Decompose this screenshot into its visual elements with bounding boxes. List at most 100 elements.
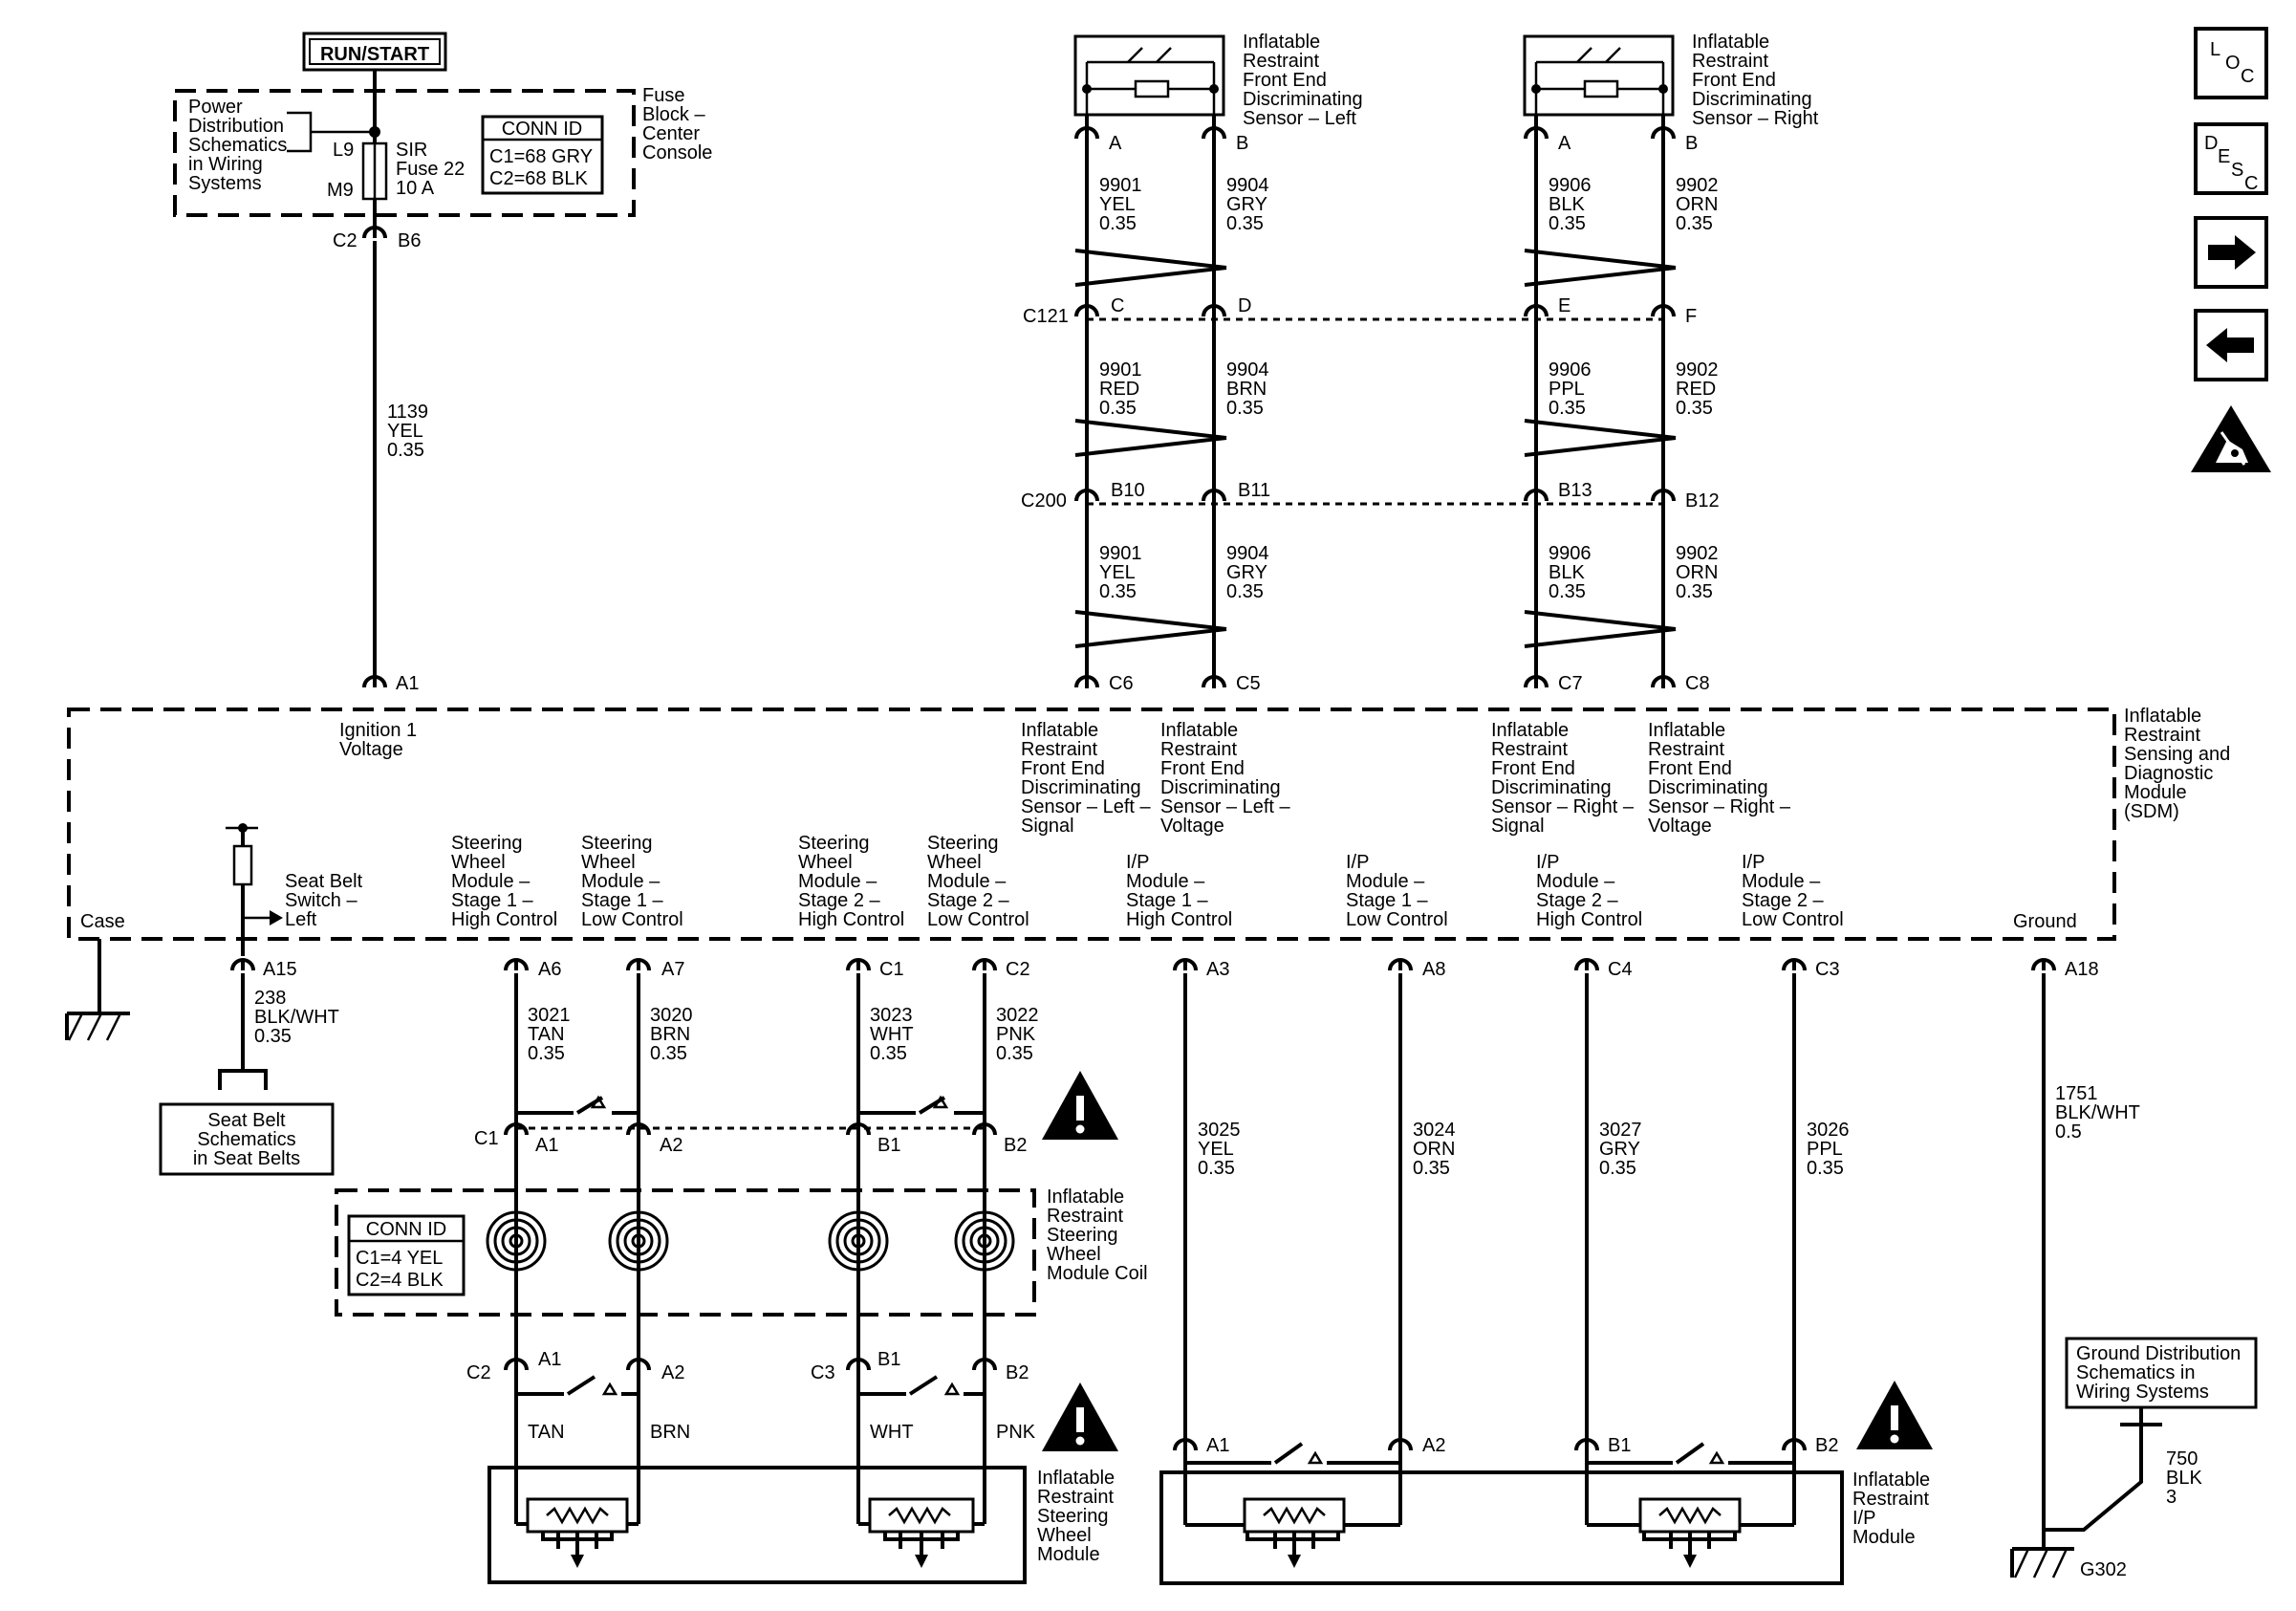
warning-icon bbox=[1042, 1071, 1118, 1140]
svg-text:Restraint: Restraint bbox=[1021, 739, 1097, 760]
svg-text:Discriminating: Discriminating bbox=[1243, 89, 1363, 110]
svg-text:GRY: GRY bbox=[1226, 562, 1267, 583]
svg-text:Wiring Systems: Wiring Systems bbox=[2076, 1382, 2209, 1403]
svg-text:Discriminating: Discriminating bbox=[1021, 777, 1141, 798]
svg-text:Block –: Block – bbox=[642, 104, 705, 125]
pin-c4-label: C4 bbox=[1608, 959, 1633, 980]
loc-button[interactable]: L O C bbox=[2194, 27, 2268, 99]
svg-text:Restraint: Restraint bbox=[1160, 739, 1237, 760]
coil-pin-a2-label: A2 bbox=[660, 1135, 682, 1156]
svg-text:TAN: TAN bbox=[528, 1024, 565, 1045]
svg-text:9906: 9906 bbox=[1549, 359, 1592, 381]
wire-1139-label: 1139 YEL 0.35 bbox=[387, 402, 428, 461]
seat-belt-switch-label: Seat Belt Switch – Left bbox=[285, 871, 363, 930]
svg-text:YEL: YEL bbox=[387, 421, 423, 442]
svg-text:Discriminating: Discriminating bbox=[1491, 777, 1612, 798]
ip-pin-b2-label: B2 bbox=[1815, 1435, 1838, 1456]
svg-text:Discriminating: Discriminating bbox=[1692, 89, 1812, 110]
sensor-right-symbol bbox=[1523, 34, 1675, 117]
wire-238-label: 238 BLK/WHT 0.35 bbox=[254, 988, 339, 1047]
svg-text:Inflatable: Inflatable bbox=[1648, 720, 1725, 741]
svg-text:3021: 3021 bbox=[528, 1005, 571, 1026]
pin-a8-label: A8 bbox=[1422, 959, 1445, 980]
svg-text:S: S bbox=[2231, 160, 2243, 181]
svg-text:Restraint: Restraint bbox=[1692, 51, 1768, 72]
svg-text:C1=4 YEL: C1=4 YEL bbox=[356, 1248, 443, 1269]
esd-caution-button[interactable] bbox=[2191, 405, 2271, 472]
svg-text:C: C bbox=[2241, 66, 2254, 87]
sdm-pin-c7: C7 bbox=[1558, 673, 1583, 694]
svg-text:Inflatable: Inflatable bbox=[1692, 32, 1769, 53]
svg-text:Module –: Module – bbox=[1126, 871, 1205, 892]
svg-text:Schematics in: Schematics in bbox=[2076, 1362, 2196, 1383]
svg-text:High Control: High Control bbox=[1126, 909, 1232, 930]
c200-pin-b13: B13 bbox=[1558, 480, 1592, 501]
power-distribution-label: Power Distribution Schematics in Wiring … bbox=[188, 97, 287, 194]
svg-text:Inflatable: Inflatable bbox=[1160, 720, 1238, 741]
svg-text:C2=4 BLK: C2=4 BLK bbox=[356, 1270, 444, 1291]
fuse-block-outline bbox=[173, 89, 636, 217]
c121-pin-d: D bbox=[1238, 295, 1251, 316]
svg-text:Power: Power bbox=[188, 97, 243, 118]
svg-text:Low Control: Low Control bbox=[1346, 909, 1448, 930]
svg-text:750: 750 bbox=[2166, 1448, 2198, 1469]
pin-a3-label: A3 bbox=[1206, 959, 1229, 980]
pin-c1-label: C1 bbox=[879, 959, 904, 980]
svg-text:Voltage: Voltage bbox=[1160, 816, 1224, 837]
svg-text:Center: Center bbox=[642, 123, 700, 144]
next-page-button[interactable] bbox=[2194, 216, 2268, 289]
svg-text:C1=68 GRY: C1=68 GRY bbox=[489, 146, 593, 167]
steering-wheel-module-internals bbox=[514, 1386, 986, 1568]
svg-text:0.35: 0.35 bbox=[1226, 213, 1264, 234]
svg-text:Inflatable: Inflatable bbox=[2124, 706, 2201, 727]
svg-text:0.35: 0.35 bbox=[1676, 581, 1713, 602]
svg-text:GRY: GRY bbox=[1226, 194, 1267, 215]
svg-text:0.35: 0.35 bbox=[1549, 581, 1586, 602]
svg-text:Discriminating: Discriminating bbox=[1160, 777, 1281, 798]
svg-text:9902: 9902 bbox=[1676, 175, 1719, 196]
svg-text:Steering: Steering bbox=[581, 833, 653, 854]
warning-icon bbox=[1042, 1382, 1118, 1451]
svg-text:BRN: BRN bbox=[1226, 379, 1267, 400]
svg-text:BLK: BLK bbox=[1549, 562, 1585, 583]
ground-g302-label: G302 bbox=[2080, 1559, 2127, 1580]
svg-text:Restraint: Restraint bbox=[1648, 739, 1724, 760]
prev-page-button[interactable] bbox=[2194, 309, 2268, 381]
sdm-pin-c6: C6 bbox=[1109, 673, 1134, 694]
svg-text:Voltage: Voltage bbox=[339, 739, 403, 760]
svg-text:0.5: 0.5 bbox=[2055, 1121, 2082, 1143]
svg-text:Steering: Steering bbox=[451, 833, 523, 854]
svg-text:Inflatable: Inflatable bbox=[1047, 1186, 1124, 1208]
svg-text:Front End: Front End bbox=[1243, 70, 1327, 91]
svg-text:9904: 9904 bbox=[1226, 175, 1269, 196]
svg-text:3025: 3025 bbox=[1198, 1120, 1241, 1141]
svg-text:Module –: Module – bbox=[798, 871, 877, 892]
svg-text:in Wiring: in Wiring bbox=[188, 154, 263, 175]
svg-text:Restraint: Restraint bbox=[1243, 51, 1319, 72]
module-pin-b1-label: B1 bbox=[877, 1349, 900, 1370]
svg-text:RED: RED bbox=[1099, 379, 1139, 400]
svg-text:Wheel: Wheel bbox=[927, 852, 982, 873]
svg-text:Module –: Module – bbox=[927, 871, 1007, 892]
sensor-right-pin-b: B bbox=[1685, 133, 1698, 154]
wire-wht-label: WHT bbox=[870, 1422, 914, 1443]
svg-text:0.35: 0.35 bbox=[1198, 1158, 1235, 1179]
svg-text:0.35: 0.35 bbox=[1099, 581, 1137, 602]
coil-c1-shorting-bars bbox=[516, 1095, 985, 1130]
warning-icon bbox=[1856, 1381, 1933, 1449]
svg-text:Module –: Module – bbox=[1346, 871, 1425, 892]
arrow-right-icon bbox=[2208, 235, 2256, 270]
ip-module-box bbox=[1159, 1470, 1844, 1585]
svg-text:0.35: 0.35 bbox=[650, 1043, 687, 1064]
svg-text:Discriminating: Discriminating bbox=[1648, 777, 1768, 798]
svg-text:0.35: 0.35 bbox=[870, 1043, 907, 1064]
sensor-left-pin-a: A bbox=[1109, 133, 1122, 154]
coil-conn-id-box: CONN ID C1=4 YEL C2=4 BLK bbox=[347, 1214, 466, 1296]
desc-button[interactable]: D E S C bbox=[2194, 122, 2268, 195]
svg-text:High Control: High Control bbox=[798, 909, 904, 930]
fuse-block-label: Fuse Block – Center Console bbox=[642, 85, 712, 163]
